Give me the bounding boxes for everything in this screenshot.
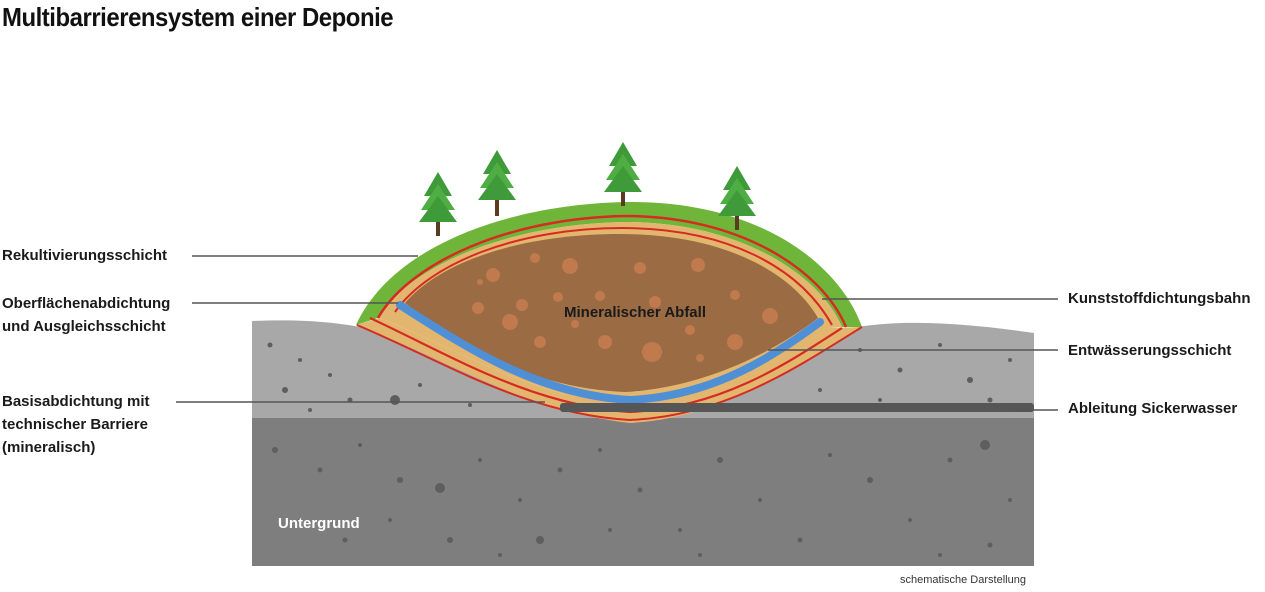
waste-rocks: [472, 253, 778, 362]
label-ableitung: Ableitung Sickerwasser: [1068, 400, 1238, 417]
label-basis-1: Basisabdichtung mit: [2, 393, 150, 410]
waste-label: Mineralischer Abfall: [564, 304, 706, 321]
subsoil-label: Untergrund: [278, 515, 360, 532]
waste-body: [405, 234, 818, 392]
inner-plastic-liner: [394, 226, 833, 326]
label-basis-3: (mineralisch): [2, 439, 96, 456]
tree-icon: [718, 166, 756, 230]
ground-pebbles: [267, 342, 1012, 557]
page-title: Multibarrierensystem einer Deponie: [2, 2, 394, 32]
label-oberflaeche-1: Oberflächenabdichtung: [2, 295, 171, 312]
ground: [252, 320, 1034, 566]
upper-ground-layer: [252, 320, 1034, 420]
tree-icon: [419, 172, 457, 236]
label-entwaesserung: Entwässerungsschicht: [1068, 342, 1232, 359]
tree-icon: [478, 150, 516, 216]
leader-lines: [176, 255, 1058, 411]
bottom-outer-liner: [356, 324, 863, 422]
recultivation-layer: [356, 201, 862, 327]
label-basis-2: technischer Barriere: [2, 416, 148, 433]
drainage-layer: [396, 301, 824, 405]
caption: schematische Darstellung: [900, 574, 1026, 586]
leachate-pipe: [560, 403, 1034, 412]
label-kunststoff: Kunststoffdichtungsbahn: [1068, 290, 1251, 307]
lower-ground-layer: [252, 418, 1034, 566]
tree-icon: [604, 142, 642, 206]
top-plastic-liner: [376, 214, 848, 328]
tree-icons: [419, 142, 756, 236]
label-oberflaeche-2: und Ausgleichsschicht: [2, 318, 166, 335]
label-rekultivierung: Rekultivierungsschicht: [2, 247, 168, 264]
